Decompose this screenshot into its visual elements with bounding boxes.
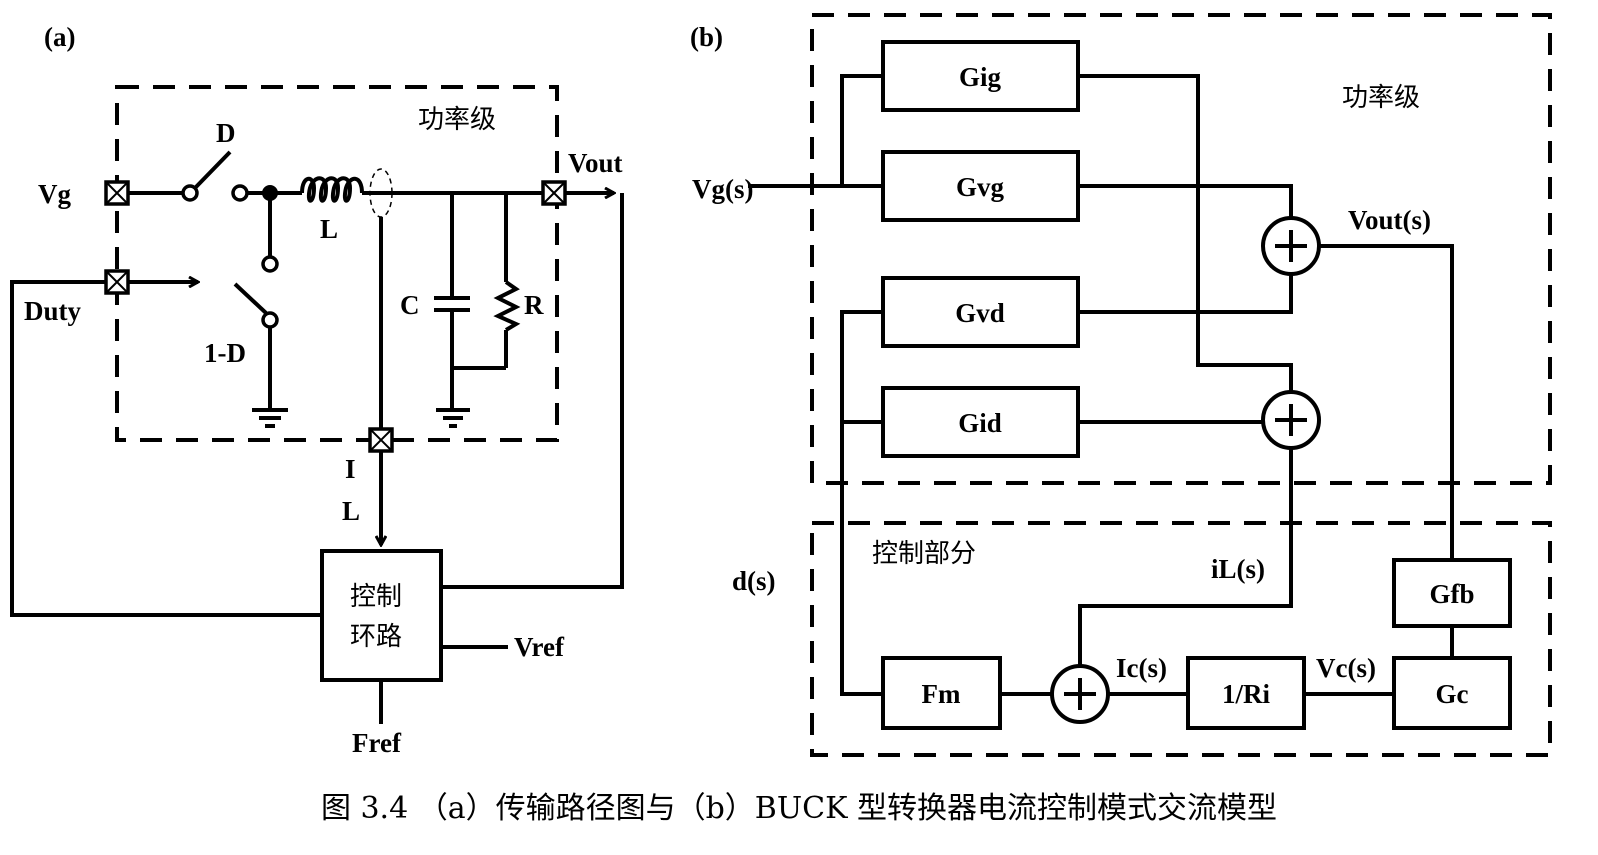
ground-icon bbox=[252, 408, 288, 428]
gvd-label: Gvd bbox=[955, 298, 1005, 328]
vc-signal-label: Vc(s) bbox=[1316, 653, 1376, 683]
gvg-to-sum-vout-wire bbox=[1078, 184, 1293, 218]
panel-b: (b) 功率级 控制部分 Vg(s) Gig Gvg Gvd Gid bbox=[690, 13, 1552, 757]
power-stage-label: 功率级 bbox=[1342, 83, 1420, 113]
control-loop-block bbox=[320, 549, 443, 682]
gig-block bbox=[881, 40, 1080, 112]
switch-d-blade bbox=[193, 150, 232, 190]
vout-feedback-wire bbox=[441, 193, 624, 589]
resistor-zigzag bbox=[493, 280, 521, 332]
inv-ri-label: 1/Ri bbox=[1222, 679, 1271, 709]
gc-label: Gc bbox=[1436, 679, 1469, 709]
control-loop-label-line1: 控制 bbox=[350, 582, 402, 612]
d-signal-label: d(s) bbox=[732, 566, 776, 596]
switch-1d-blade bbox=[233, 282, 268, 315]
inductor-coil bbox=[300, 176, 364, 203]
fref-label: Fref bbox=[352, 728, 402, 758]
switch-1d-label: 1-D bbox=[204, 338, 246, 368]
sum-vout-icon bbox=[1261, 216, 1321, 276]
figure-caption: 图 3.4 （a）传输路径图与（b）BUCK 型转换器电流控制模式交流模型 bbox=[321, 791, 1277, 826]
vg-signal-label: Vg(s) bbox=[692, 174, 754, 204]
gfb-block bbox=[1392, 558, 1512, 628]
capacitor-label: C bbox=[400, 290, 420, 320]
ground-icon bbox=[436, 408, 470, 428]
vg-terminal-icon bbox=[104, 180, 130, 206]
power-stage-boundary bbox=[115, 85, 559, 442]
d-signal-wire bbox=[840, 310, 883, 696]
sum-ic-icon bbox=[1050, 664, 1110, 724]
switch-d-label: D bbox=[216, 118, 236, 148]
vref-label: Vref bbox=[514, 632, 565, 662]
gc-block bbox=[1392, 656, 1512, 730]
panel-a-tag: (a) bbox=[44, 22, 75, 52]
gvd-to-sum-vout-wire bbox=[1078, 274, 1293, 314]
gig-label: Gig bbox=[959, 62, 1002, 92]
vout-label: Vout bbox=[568, 148, 623, 178]
panel-a: (a) 功率级 Vg D 1-D L bbox=[10, 22, 624, 758]
vg-branch-wire bbox=[840, 74, 883, 186]
vout-terminal-icon bbox=[541, 180, 567, 206]
gig-to-sum-il-wire bbox=[1078, 74, 1293, 392]
il-label-l: L bbox=[342, 496, 360, 526]
duty-terminal-icon bbox=[104, 269, 130, 295]
switch-1d-contact-bottom bbox=[261, 311, 279, 329]
duty-feedback-wire bbox=[10, 280, 322, 617]
gid-label: Gid bbox=[958, 408, 1002, 438]
duty-label: Duty bbox=[24, 296, 82, 326]
control-section-boundary bbox=[810, 521, 1552, 757]
inductor-label: L bbox=[320, 214, 338, 244]
il-feedback-wire bbox=[1078, 448, 1293, 666]
power-stage-label: 功率级 bbox=[418, 105, 496, 135]
vout-signal-label: Vout(s) bbox=[1348, 205, 1431, 235]
il-signal-label: iL(s) bbox=[1211, 554, 1265, 584]
il-terminal-icon bbox=[368, 427, 394, 453]
resistor-label: R bbox=[524, 290, 544, 320]
inv-ri-block bbox=[1186, 656, 1306, 730]
switch-d-contact-right bbox=[231, 184, 249, 202]
fm-block bbox=[881, 656, 1002, 730]
ic-signal-label: Ic(s) bbox=[1116, 653, 1167, 683]
control-section-label: 控制部分 bbox=[872, 539, 976, 569]
switch-1d-contact-top bbox=[261, 255, 279, 273]
power-stage-boundary bbox=[810, 13, 1552, 485]
gvd-block bbox=[881, 276, 1080, 348]
il-label-i: I bbox=[345, 454, 356, 484]
switch-d-contact-left bbox=[181, 184, 199, 202]
gvg-block bbox=[881, 150, 1080, 222]
vout-to-gfb-wire bbox=[1319, 244, 1454, 560]
panel-b-tag: (b) bbox=[690, 22, 723, 52]
gvg-label: Gvg bbox=[956, 172, 1005, 202]
sum-il-icon bbox=[1261, 390, 1321, 450]
vg-label: Vg bbox=[38, 179, 71, 209]
control-loop-label-line2: 环路 bbox=[350, 622, 402, 652]
gfb-label: Gfb bbox=[1429, 579, 1474, 609]
fm-label: Fm bbox=[922, 679, 961, 709]
